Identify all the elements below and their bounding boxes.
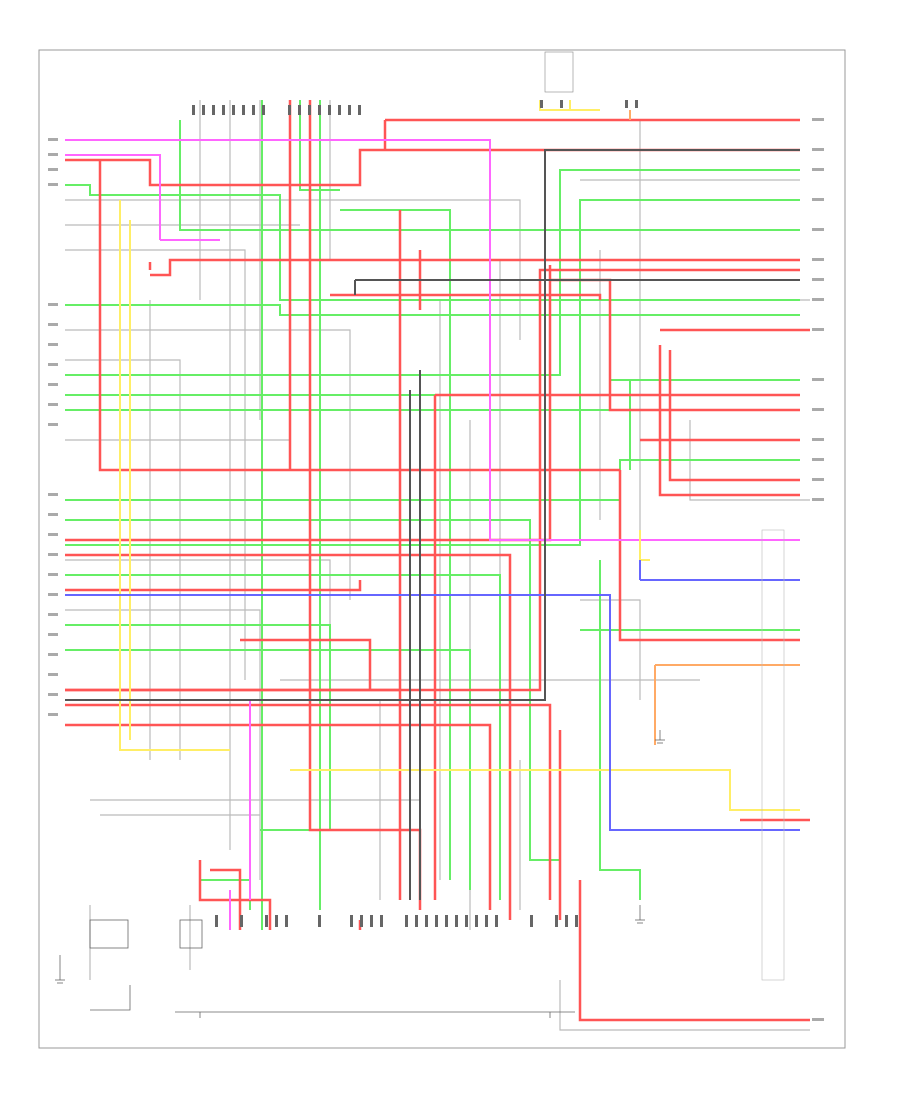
main-unit-bracket (175, 1011, 575, 1018)
left-components (55, 919, 203, 1011)
pink-wires (65, 139, 800, 930)
top-connector-pins (192, 100, 638, 115)
bottom-connector-pins (215, 915, 578, 927)
black-wires (65, 149, 800, 900)
top-ground-box (544, 51, 574, 93)
diagram-frame (38, 49, 846, 1049)
blue-wires (65, 560, 800, 831)
ground-symbols (635, 730, 665, 924)
label-ticks (48, 118, 824, 1021)
orange-wires (629, 110, 800, 745)
right-connector-block (761, 529, 785, 981)
yellow-wires (119, 100, 800, 811)
